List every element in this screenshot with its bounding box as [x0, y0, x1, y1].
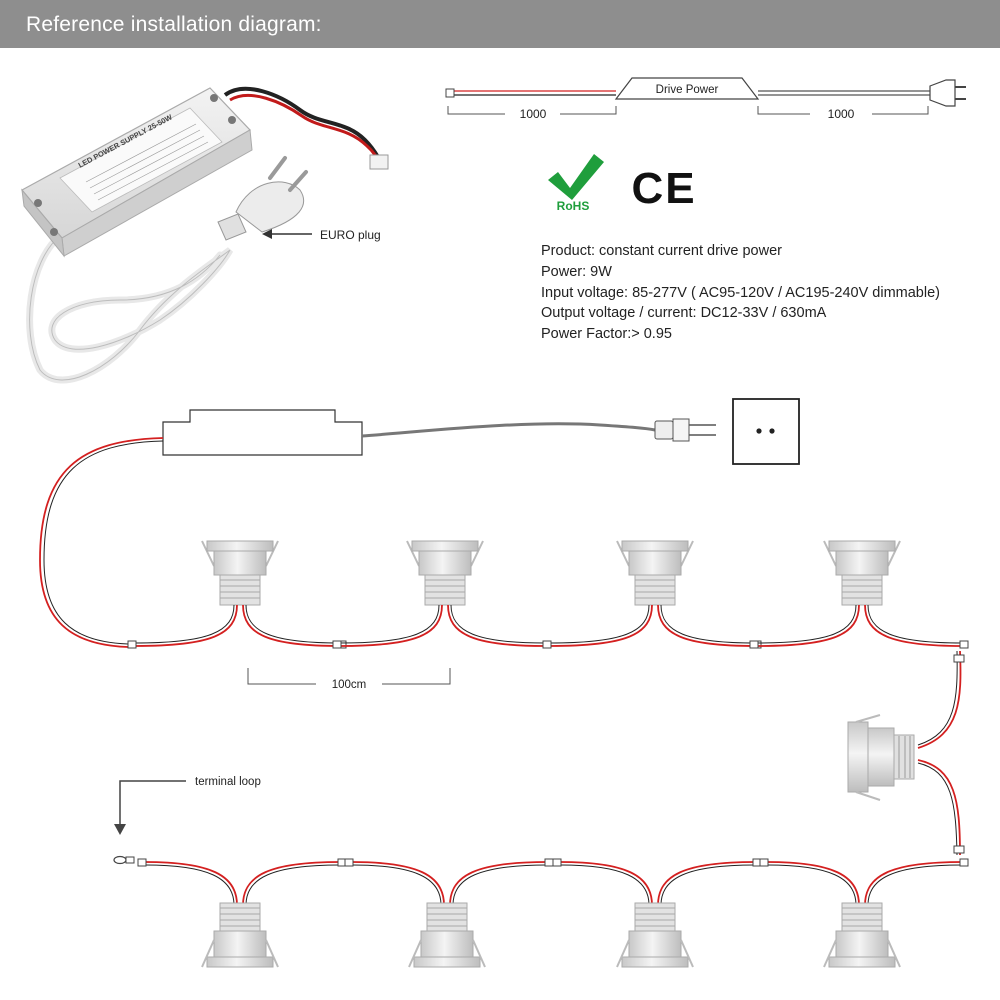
- spacing-label: 100cm: [332, 679, 367, 691]
- spec-output: Output voltage / current: DC12-33V / 630…: [541, 305, 827, 322]
- spec-power: Power: 9W: [541, 263, 612, 280]
- left-length-label: 1000: [520, 107, 547, 121]
- mains-plug-icon: [929, 79, 966, 107]
- wire-connector: [959, 858, 969, 867]
- downlight-fixture: [552, 858, 762, 968]
- wire-connector: [344, 858, 354, 867]
- euro-plug-icon: [217, 156, 308, 241]
- euro-plug-arrow-icon: [262, 229, 312, 239]
- wire-connector: [959, 640, 969, 649]
- drive-power-box: [614, 77, 760, 100]
- wire-connector: [749, 640, 759, 649]
- downlight-fixture: [749, 540, 969, 649]
- wall-socket-icon: [732, 398, 800, 465]
- wire-connector: [127, 640, 137, 649]
- page-title: Reference installation diagram:: [26, 13, 322, 36]
- spec-product: Product: constant current drive power: [541, 243, 782, 259]
- downlight-fixture: [344, 858, 554, 968]
- terminal-arrow-icon: [114, 824, 126, 835]
- spec-list: Product: constant current drive power Po…: [541, 241, 940, 345]
- wire-connector: [759, 858, 769, 867]
- wiring-plug-icon: [654, 418, 716, 442]
- spec-input-voltage: Input voltage: 85-277V ( AC95-120V / AC1…: [541, 284, 940, 301]
- downlight-fixture: [847, 714, 915, 801]
- wire-connector: [137, 858, 147, 867]
- driver-photo: LED POWER SUPPLY 25-50W EURO plug: [21, 86, 389, 384]
- downlight-fixture: [332, 540, 552, 649]
- wire-connector: [542, 640, 552, 649]
- rohs-text: RoHS: [557, 199, 590, 213]
- wire-connector: [552, 858, 562, 867]
- rohs-check-icon: [548, 154, 604, 200]
- euro-plug-label: EURO plug: [320, 228, 381, 242]
- downlight-fixture: [759, 858, 969, 968]
- spec-power-factor: Power Factor:> 0.95: [541, 326, 672, 343]
- terminal-loop: terminal loop: [113, 776, 261, 865]
- spacing-dimension: 100cm: [247, 668, 451, 691]
- terminal-loop-label: terminal loop: [195, 776, 261, 788]
- drive-power-label: Drive Power: [656, 84, 719, 96]
- wire-connector: [332, 640, 342, 649]
- wiring-driver: [39, 398, 800, 648]
- terminal-loop-icon: [113, 855, 135, 865]
- rohs-logo: RoHS: [548, 154, 604, 213]
- output-connector: [369, 154, 389, 170]
- wire-connector: [544, 858, 554, 867]
- side-link: [847, 650, 965, 856]
- dc-connector-icon: [445, 88, 455, 98]
- right-length-label: 1000: [828, 107, 855, 121]
- downlight-fixture: [137, 858, 347, 968]
- cable-schematic: Drive Power 1000 1000: [445, 77, 966, 121]
- downlight-fixture: [542, 540, 762, 649]
- downlight-fixture: [127, 540, 347, 649]
- header-bar: Reference installation diagram:: [0, 0, 1000, 48]
- ce-mark: CE: [631, 164, 696, 213]
